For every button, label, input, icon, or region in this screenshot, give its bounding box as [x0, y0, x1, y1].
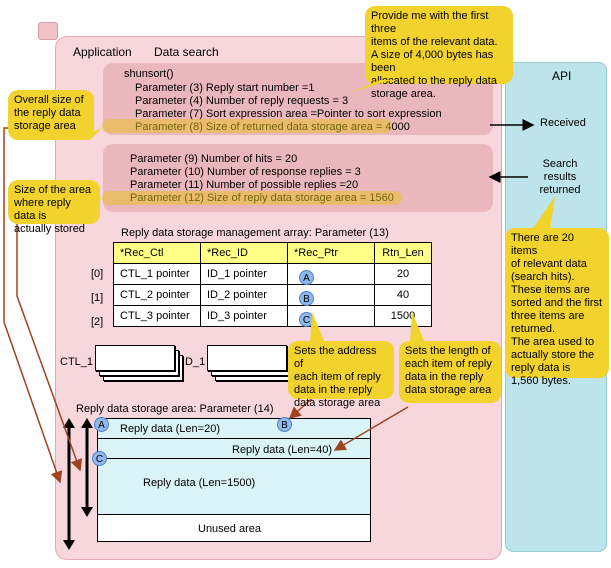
storage-segment: Reply data (Len=40) [98, 439, 370, 459]
length-connector [333, 406, 409, 451]
highlight-overall [102, 119, 392, 133]
row-index: [0] [91, 268, 104, 280]
table-row: CTL_1 pointer ID_1 pointer 20 [113, 263, 432, 285]
search-results-label: Search results returned [539, 158, 581, 196]
callout-length: Sets the length of each item of reply da… [399, 341, 501, 403]
tail-request [352, 80, 392, 92]
response-line: Parameter (10) Number of response replie… [130, 166, 361, 178]
header-rtn-len: Rtn_Len [374, 242, 432, 264]
row-index: [1] [91, 292, 104, 304]
tail-address [310, 312, 325, 343]
ctl-record-stack [95, 345, 185, 385]
mgmt-title: Reply data storage management array: Par… [121, 227, 389, 239]
app-title: Application [73, 45, 132, 59]
row-index: [2] [91, 316, 104, 328]
storage-marker-c: C [92, 451, 107, 466]
highlight-actual [102, 191, 402, 205]
actual-size-arrowheads [81, 418, 93, 517]
ctl-stack-label: CTL_1 [60, 356, 94, 368]
cell-len: 20 [374, 263, 432, 285]
response-line: Parameter (9) Number of hits = 20 [130, 153, 298, 165]
tail-length [410, 312, 425, 343]
cell-ctl: CTL_3 pointer [113, 305, 201, 327]
callout-actual-size: Size of the area where reply data is act… [8, 180, 100, 235]
storage-segment: Reply data (Len=20) [98, 419, 370, 439]
overall-connector [3, 127, 63, 484]
request-func: shunsort() [124, 68, 174, 80]
header-rec-ctl: *Rec_Ctl [113, 242, 201, 264]
callout-request-wrap: Provide me with the first three items of… [365, 6, 513, 100]
callout-address: Sets the address of each item of reply d… [288, 341, 394, 409]
request-line: Parameter (3) Reply start number =1 [135, 82, 315, 94]
unused-area-label: Unused area [198, 523, 261, 535]
management-array-table: *Rec_Ctl *Rec_ID *Rec_Ptr Rtn_Len CTL_1 … [113, 242, 432, 327]
pointer-marker-a: A [299, 270, 314, 285]
pointer-marker-b: B [299, 291, 314, 306]
storage-marker-b: B [277, 417, 292, 432]
cell-len: 1500 [374, 305, 432, 327]
callout-api-explanation: There are 20 items of relevant data (sea… [505, 228, 609, 387]
request-line: Parameter (4) Number of reply requests =… [135, 95, 349, 107]
header-rec-id: *Rec_ID [200, 242, 288, 264]
callout-overall-size: Overall size of the reply data storage a… [8, 90, 94, 140]
cell-ctl: CTL_1 pointer [113, 263, 201, 285]
tail-api [532, 196, 555, 230]
cell-id: ID_3 pointer [200, 305, 288, 327]
corner-ornament [38, 22, 58, 40]
header-rec-ptr: *Rec_Ptr [287, 242, 375, 264]
callout-request: Provide me with the first three items of… [365, 6, 513, 100]
app-subtitle: Data search [154, 45, 219, 59]
id-record-stack [207, 345, 297, 385]
request-line: Parameter (7) Sort expression area =Poin… [135, 108, 442, 120]
table-header-row: *Rec_Ctl *Rec_ID *Rec_Ptr Rtn_Len [113, 242, 432, 264]
storage-segment: Reply data (Len=1500) [98, 459, 370, 515]
id-stack-label: ID_1 [182, 356, 206, 368]
api-title: API [552, 69, 572, 83]
cell-ctl: CTL_2 pointer [113, 284, 201, 306]
response-line: Parameter (11) Number of possible replie… [130, 179, 359, 191]
cell-id: ID_2 pointer [200, 284, 288, 306]
reply-data-storage-area: Reply data (Len=20) Reply data (Len=40) … [97, 418, 371, 542]
storage-marker-a: A [94, 417, 109, 432]
storage-title: Reply data storage area: Parameter (14) [76, 403, 274, 415]
received-label: Received [540, 117, 586, 129]
table-row: CTL_3 pointer ID_3 pointer 1500 [113, 305, 432, 327]
